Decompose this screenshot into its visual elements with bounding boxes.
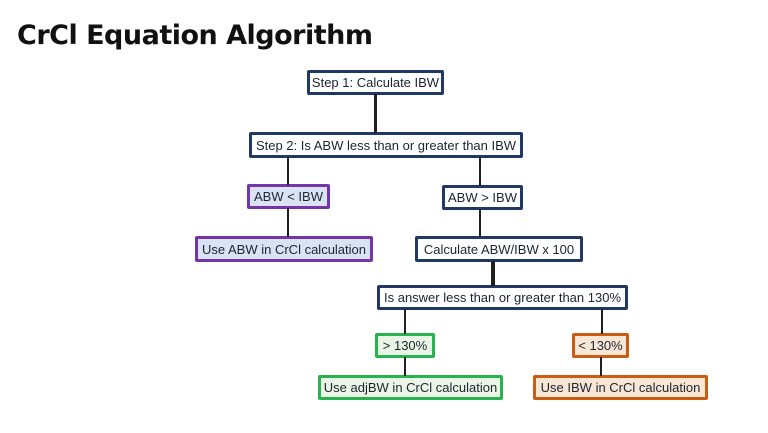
connector-step2-abw-less (287, 157, 289, 185)
connector-abw-greater-calc (479, 209, 481, 237)
flowchart-node-use-adjbw: Use adjBW in CrCl calculation (318, 375, 503, 400)
connector-is-answer-greater-130 (404, 309, 406, 334)
flowchart-node-abw-greater-than-ibw: ABW > IBW (442, 185, 523, 210)
connector-calc-is-answer (491, 261, 495, 286)
flowchart-node-is-answer-130: Is answer less than or greater than 130% (377, 285, 628, 310)
flowchart-node-step2: Step 2: Is ABW less than or greater than… (249, 132, 523, 158)
flowchart-node-greater-than-130: > 130% (375, 333, 435, 358)
flowchart-node-use-ibw: Use IBW in CrCl calculation (533, 375, 708, 400)
flowchart-node-use-abw: Use ABW in CrCl calculation (195, 236, 373, 262)
page-title: CrCl Equation Algorithm (17, 20, 373, 51)
connector-step1-step2 (374, 94, 377, 133)
connector-is-answer-less-130 (601, 309, 603, 334)
flowchart-node-step1: Step 1: Calculate IBW (307, 70, 444, 95)
connector-step2-abw-greater (479, 157, 481, 186)
connector-abw-less-use-abw (287, 208, 289, 237)
connector-less-130-use-ibw (600, 357, 602, 376)
connector-greater-130-use-adjbw (404, 357, 406, 376)
flowchart-node-less-than-130: < 130% (572, 333, 629, 358)
flowchart-node-abw-less-than-ibw: ABW < IBW (247, 184, 330, 209)
flowchart-node-calculate-ratio: Calculate ABW/IBW x 100 (415, 236, 583, 262)
